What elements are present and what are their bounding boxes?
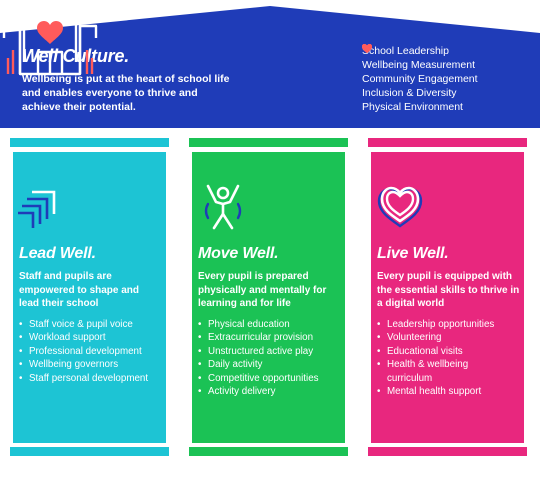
- school-heart-icon: [2, 0, 98, 76]
- layered-heart-icon: [377, 186, 423, 228]
- list-item: Competitive opportunities: [198, 372, 344, 386]
- roof-shape: [0, 6, 540, 128]
- list-item: Workload support: [19, 331, 164, 345]
- roof-list-item-label: School Leadership: [362, 45, 449, 57]
- roof-list-item: Inclusion & Diversity: [362, 44, 478, 100]
- list-item: Extracurricular provision: [198, 331, 344, 345]
- roof-list-item-label: Physical Environment: [362, 101, 463, 113]
- pillar-list: Leadership opportunities Volunteering Ed…: [377, 318, 497, 399]
- pillar-shaft: [13, 152, 166, 443]
- roof-banner: Well Culture. Wellbeing is put at the he…: [0, 0, 540, 128]
- roof-list-item: Physical Environment: [362, 44, 478, 114]
- roof-list-item-label: Community Engagement: [362, 73, 478, 85]
- list-item: Leadership opportunities: [377, 318, 497, 332]
- list-item: Activity delivery: [198, 385, 344, 399]
- roof-list-item: School Leadership: [362, 44, 478, 58]
- list-item: Mental health support: [377, 385, 497, 399]
- pillar-base: [10, 447, 169, 456]
- roof-list-item: Wellbeing Measurement: [362, 44, 478, 72]
- roof-list: School Leadership Wellbeing Measurement …: [362, 44, 478, 114]
- pillar-capital: [10, 138, 169, 147]
- list-item: Educational visits: [377, 345, 497, 359]
- pillar-capital: [189, 138, 348, 147]
- list-item: Unstructured active play: [198, 345, 344, 359]
- pillar-list: Staff voice & pupil voice Workload suppo…: [19, 318, 164, 385]
- pillar-title: Lead Well.: [19, 245, 96, 262]
- jumping-person-icon: [204, 184, 242, 230]
- heart-icon: [362, 44, 372, 53]
- pillar-description: Every pupil is prepared physically and m…: [198, 271, 327, 309]
- pillar-title: Live Well.: [377, 245, 449, 262]
- roof-description: Wellbeing is put at the heart of school …: [22, 73, 230, 113]
- pillar-base: [189, 447, 348, 456]
- roof-list-item-label: Inclusion & Diversity: [362, 87, 457, 99]
- roof-list-item-label: Wellbeing Measurement: [362, 59, 476, 71]
- list-item: Volunteering: [377, 331, 497, 345]
- pillar-description: Every pupil is equipped with the essenti…: [377, 271, 520, 309]
- layers-arrow-icon: [18, 190, 56, 228]
- roof-list-item: Community Engagement: [362, 44, 478, 86]
- list-item: Daily activity: [198, 358, 344, 372]
- list-item: Staff personal development: [19, 372, 164, 386]
- list-item: Wellbeing governors: [19, 358, 164, 372]
- pillar-list: Physical education Extracurricular provi…: [198, 318, 344, 399]
- list-item: Physical education: [198, 318, 344, 332]
- pillar-description: Staff and pupils are empowered to shape …: [19, 271, 140, 309]
- pillar-title: Move Well.: [198, 245, 279, 262]
- list-item: Staff voice & pupil voice: [19, 318, 164, 332]
- list-item: Health & wellbeing curriculum: [377, 358, 497, 385]
- pillar-capital: [368, 138, 527, 147]
- list-item: Professional development: [19, 345, 164, 359]
- pillar-base: [368, 447, 527, 456]
